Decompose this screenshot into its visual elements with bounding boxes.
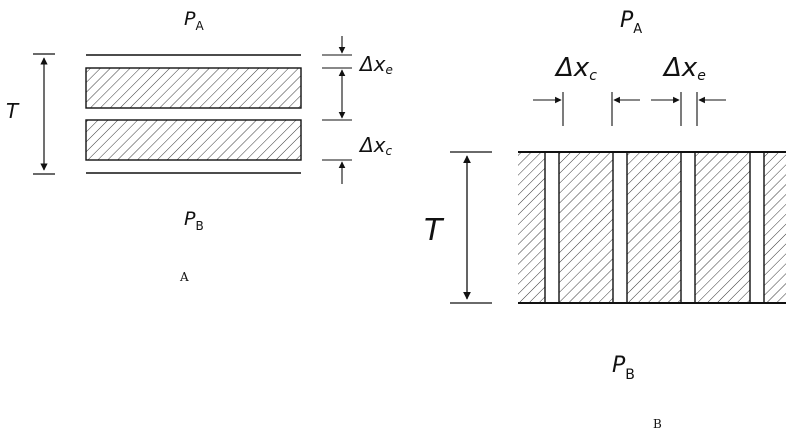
figure-b-thickness-label: T bbox=[424, 213, 445, 248]
figure-b-gap-3 bbox=[680, 151, 696, 304]
figure-b-slab-block bbox=[518, 151, 786, 304]
figure-b-hatched-material bbox=[518, 152, 786, 303]
figure-b-gap-1 bbox=[544, 151, 560, 304]
figure-b-delta-xc-label: Δxc bbox=[554, 53, 597, 84]
figure-b-width-dimensions bbox=[533, 92, 726, 126]
figure-a-layer-stack bbox=[85, 54, 302, 174]
figure-a-hatched-layer-2 bbox=[85, 119, 302, 161]
figure-a-caption: A bbox=[179, 270, 189, 284]
figure-a-thickness-label: T bbox=[6, 99, 20, 123]
figure-b-caption: B bbox=[653, 417, 662, 431]
figure-a: PA T Δxe Δxc PB A bbox=[6, 8, 393, 284]
figure-b-gap-2 bbox=[612, 151, 628, 304]
figure-a-delta-xe-label: Δxe bbox=[358, 52, 393, 77]
figure-b-thickness-dimension: T bbox=[424, 151, 492, 304]
figure-a-delta-xc-label: Δxc bbox=[358, 133, 393, 158]
figure-a-layer-dimensions: Δxe Δxc bbox=[322, 36, 393, 184]
figure-b-bottom-pressure-label: PB bbox=[612, 353, 635, 383]
figure-a-top-pressure-label: PA bbox=[184, 8, 204, 33]
figure-b: PA Δxc Δxe bbox=[424, 8, 786, 431]
figure-a-thickness-dimension: T bbox=[6, 53, 55, 175]
figure-a-hatched-layer-1 bbox=[85, 67, 302, 109]
figure-b-gap-4 bbox=[749, 151, 765, 304]
figure-b-top-pressure-label: PA bbox=[620, 8, 642, 37]
figure-a-bottom-pressure-label: PB bbox=[184, 208, 204, 233]
figure-b-delta-xe-label: Δxe bbox=[662, 53, 706, 84]
